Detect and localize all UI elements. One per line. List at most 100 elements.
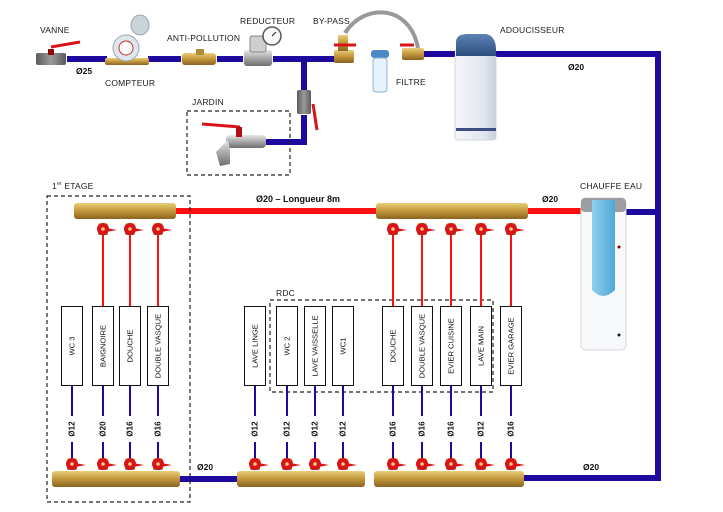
valve-hot-9 bbox=[416, 223, 436, 235]
label-compteur: COMPTEUR bbox=[105, 78, 156, 88]
fixture-box: DOUBLE VASQUE bbox=[147, 306, 169, 386]
fixture-diameter: Ø12 bbox=[248, 416, 262, 442]
valve-cold-5 bbox=[281, 458, 301, 470]
fixture-diameter: Ø16 bbox=[151, 416, 165, 442]
adoucisseur-softener-icon bbox=[454, 34, 497, 141]
jardin-zone-box bbox=[186, 110, 291, 176]
fixture-label: LAVE LINGE bbox=[250, 324, 260, 368]
valve-cold-12 bbox=[505, 458, 525, 470]
fixture-diameter: Ø12 bbox=[280, 416, 294, 442]
label-diameter-main: Ø25 bbox=[76, 66, 93, 76]
fixture-diameter-label: Ø16 bbox=[446, 421, 456, 437]
fixture-label: DOUCHE bbox=[125, 329, 135, 363]
label-diameter-softener-out: Ø20 bbox=[568, 62, 585, 72]
fixture-diameter: Ø12 bbox=[308, 416, 322, 442]
label-adoucisseur: ADOUCISSEUR bbox=[500, 25, 565, 35]
cold-pipes bbox=[67, 51, 661, 482]
fixture-label: EVIER GARAGE bbox=[506, 317, 516, 375]
fixture-diameter-label: Ø20 bbox=[98, 421, 108, 437]
collector-rdc-hot bbox=[376, 203, 528, 219]
fixture-diameter: Ø16 bbox=[504, 416, 518, 442]
collector-bars bbox=[52, 203, 528, 487]
valve-hot-12 bbox=[505, 223, 525, 235]
fixture-diameter: Ø12 bbox=[65, 416, 79, 442]
filtre-filter-icon bbox=[371, 50, 389, 93]
label-chauffe-eau: CHAUFFE EAU bbox=[580, 181, 643, 191]
valve-cold-0 bbox=[66, 458, 86, 470]
valve-cold-6 bbox=[309, 458, 329, 470]
fixture-label: LAVE VAISSELLE bbox=[310, 315, 320, 377]
fixture-box: LAVE LINGE bbox=[244, 306, 266, 386]
valve-cold-7 bbox=[337, 458, 357, 470]
label-rdc: RDC bbox=[276, 288, 296, 298]
fixture-box: EVIER CUISINE bbox=[440, 306, 462, 386]
fixture-box: EVIER GARAGE bbox=[500, 306, 522, 386]
fixture-diameter-label: Ø16 bbox=[153, 421, 163, 437]
fixture-label: WC1 bbox=[338, 337, 348, 355]
valve-hot-3 bbox=[152, 223, 172, 235]
pipe-jardin bbox=[266, 115, 307, 145]
pipe-softener-return bbox=[495, 51, 661, 481]
fixture-label: LAVE MAIN bbox=[476, 326, 486, 366]
label-etage: 1er ETAGE bbox=[52, 181, 94, 191]
fixture-diameter: Ø20 bbox=[96, 416, 110, 442]
label-by-pass: BY-PASS bbox=[313, 16, 350, 26]
fixture-box: LAVE MAIN bbox=[470, 306, 492, 386]
chauffe-eau-heater-icon bbox=[580, 197, 627, 351]
valve-cold-2 bbox=[124, 458, 144, 470]
fixture-label: DOUCHE bbox=[388, 329, 398, 363]
fixture-label: DOUBLE VASQUE bbox=[417, 313, 427, 379]
fixture-diameter: Ø12 bbox=[336, 416, 350, 442]
fixture-diameter-label: Ø12 bbox=[67, 421, 77, 437]
fixture-diameter-label: Ø16 bbox=[506, 421, 516, 437]
fixture-box: BAIGNOIRE bbox=[92, 306, 114, 386]
jardin-valve-icon bbox=[297, 90, 319, 131]
valve-cold-9 bbox=[416, 458, 436, 470]
label-anti-pollution: ANTI-POLLUTION bbox=[167, 33, 241, 43]
label-vanne: VANNE bbox=[40, 25, 70, 35]
fixture-box: DOUBLE VASQUE bbox=[411, 306, 433, 386]
fixture-box: WC 2 bbox=[276, 306, 298, 386]
fixture-diameter-label: Ø16 bbox=[125, 421, 135, 437]
fixture-box: WC 3 bbox=[61, 306, 83, 386]
fixture-label: DOUBLE VASQUE bbox=[153, 313, 163, 379]
reducteur-pressure-icon bbox=[244, 26, 282, 66]
garden-tap-icon bbox=[201, 122, 266, 166]
label-diameter-heater: Ø20 bbox=[542, 194, 559, 204]
fixture-diameter-label: Ø12 bbox=[282, 421, 292, 437]
rdc-zone-box bbox=[269, 299, 494, 393]
valve-cold-3 bbox=[152, 458, 172, 470]
valve-cold-1 bbox=[97, 458, 117, 470]
label-hot-main: Ø20 – Longueur 8m bbox=[256, 194, 341, 204]
valve-hot-11 bbox=[475, 223, 495, 235]
valve-hot-10 bbox=[445, 223, 465, 235]
collector-etage-hot bbox=[74, 203, 176, 219]
anti-pollution-valve-icon bbox=[182, 49, 216, 65]
label-filtre: FILTRE bbox=[396, 77, 426, 87]
collector-rdc-cold-1 bbox=[237, 471, 365, 487]
fixture-label: WC 2 bbox=[282, 336, 292, 356]
by-pass-valve-icon bbox=[334, 10, 424, 63]
valve-cold-11 bbox=[475, 458, 495, 470]
valve-cold-8 bbox=[387, 458, 407, 470]
fixture-diameter: Ø12 bbox=[474, 416, 488, 442]
manifold-valves bbox=[66, 223, 525, 470]
collector-etage-cold bbox=[52, 471, 180, 487]
label-diameter-return: Ø20 bbox=[583, 462, 600, 472]
fixture-box: DOUCHE bbox=[119, 306, 141, 386]
fixture-diameter-label: Ø16 bbox=[388, 421, 398, 437]
compteur-meter-icon bbox=[105, 14, 150, 65]
etage-zone-box bbox=[46, 195, 191, 503]
fixture-label: BAIGNOIRE bbox=[98, 324, 108, 368]
collector-rdc-cold-2 bbox=[374, 471, 524, 487]
fixture-box: LAVE VAISSELLE bbox=[304, 306, 326, 386]
fixture-diameter-label: Ø12 bbox=[250, 421, 260, 437]
fixture-diameter: Ø16 bbox=[415, 416, 429, 442]
valve-cold-10 bbox=[445, 458, 465, 470]
fixture-diameter: Ø16 bbox=[444, 416, 458, 442]
fixture-diameter-label: Ø16 bbox=[417, 421, 427, 437]
label-reducteur: REDUCTEUR bbox=[240, 16, 296, 26]
fixture-diameter: Ø16 bbox=[386, 416, 400, 442]
fixture-box: DOUCHE bbox=[382, 306, 404, 386]
